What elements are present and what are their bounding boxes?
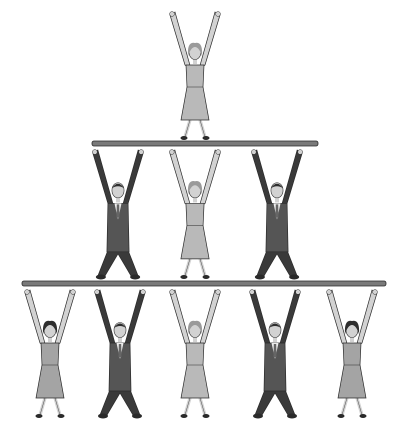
left-shoe xyxy=(98,414,108,419)
left-shoe xyxy=(181,136,188,140)
left-shoe xyxy=(36,414,43,418)
right-hand xyxy=(216,12,221,17)
right-hand xyxy=(141,290,146,295)
left-shoe xyxy=(338,414,345,418)
left-hand xyxy=(25,290,30,295)
right-shoe xyxy=(289,274,299,279)
left-shoe xyxy=(253,414,263,419)
left-hand xyxy=(170,12,175,17)
middle-support-bar xyxy=(22,281,386,286)
tie xyxy=(116,204,119,217)
right-shoe xyxy=(287,414,297,419)
left-hand xyxy=(170,290,175,295)
right-shoe xyxy=(58,414,65,418)
left-shoe xyxy=(255,274,265,279)
left-hand xyxy=(251,150,256,155)
tie xyxy=(119,344,122,357)
tie xyxy=(274,344,277,357)
right-shoe xyxy=(203,136,210,140)
left-shoe xyxy=(180,275,187,279)
tie xyxy=(275,204,278,217)
left-hand xyxy=(95,290,100,295)
right-shoe xyxy=(203,414,210,418)
right-hand xyxy=(298,150,303,155)
right-shoe xyxy=(132,414,142,419)
right-hand xyxy=(216,150,221,155)
right-shoe xyxy=(203,275,210,279)
left-shoe xyxy=(96,274,106,279)
right-shoe xyxy=(130,274,140,279)
left-hand xyxy=(250,290,255,295)
left-hand xyxy=(92,150,97,155)
right-hand xyxy=(373,290,378,295)
right-shoe xyxy=(360,414,367,418)
right-hand xyxy=(139,150,144,155)
left-shoe xyxy=(181,414,188,418)
left-hand xyxy=(169,150,174,155)
top-support-bar xyxy=(92,141,318,146)
right-hand xyxy=(71,290,76,295)
right-hand xyxy=(296,290,301,295)
right-hand xyxy=(216,290,221,295)
left-hand xyxy=(327,290,332,295)
